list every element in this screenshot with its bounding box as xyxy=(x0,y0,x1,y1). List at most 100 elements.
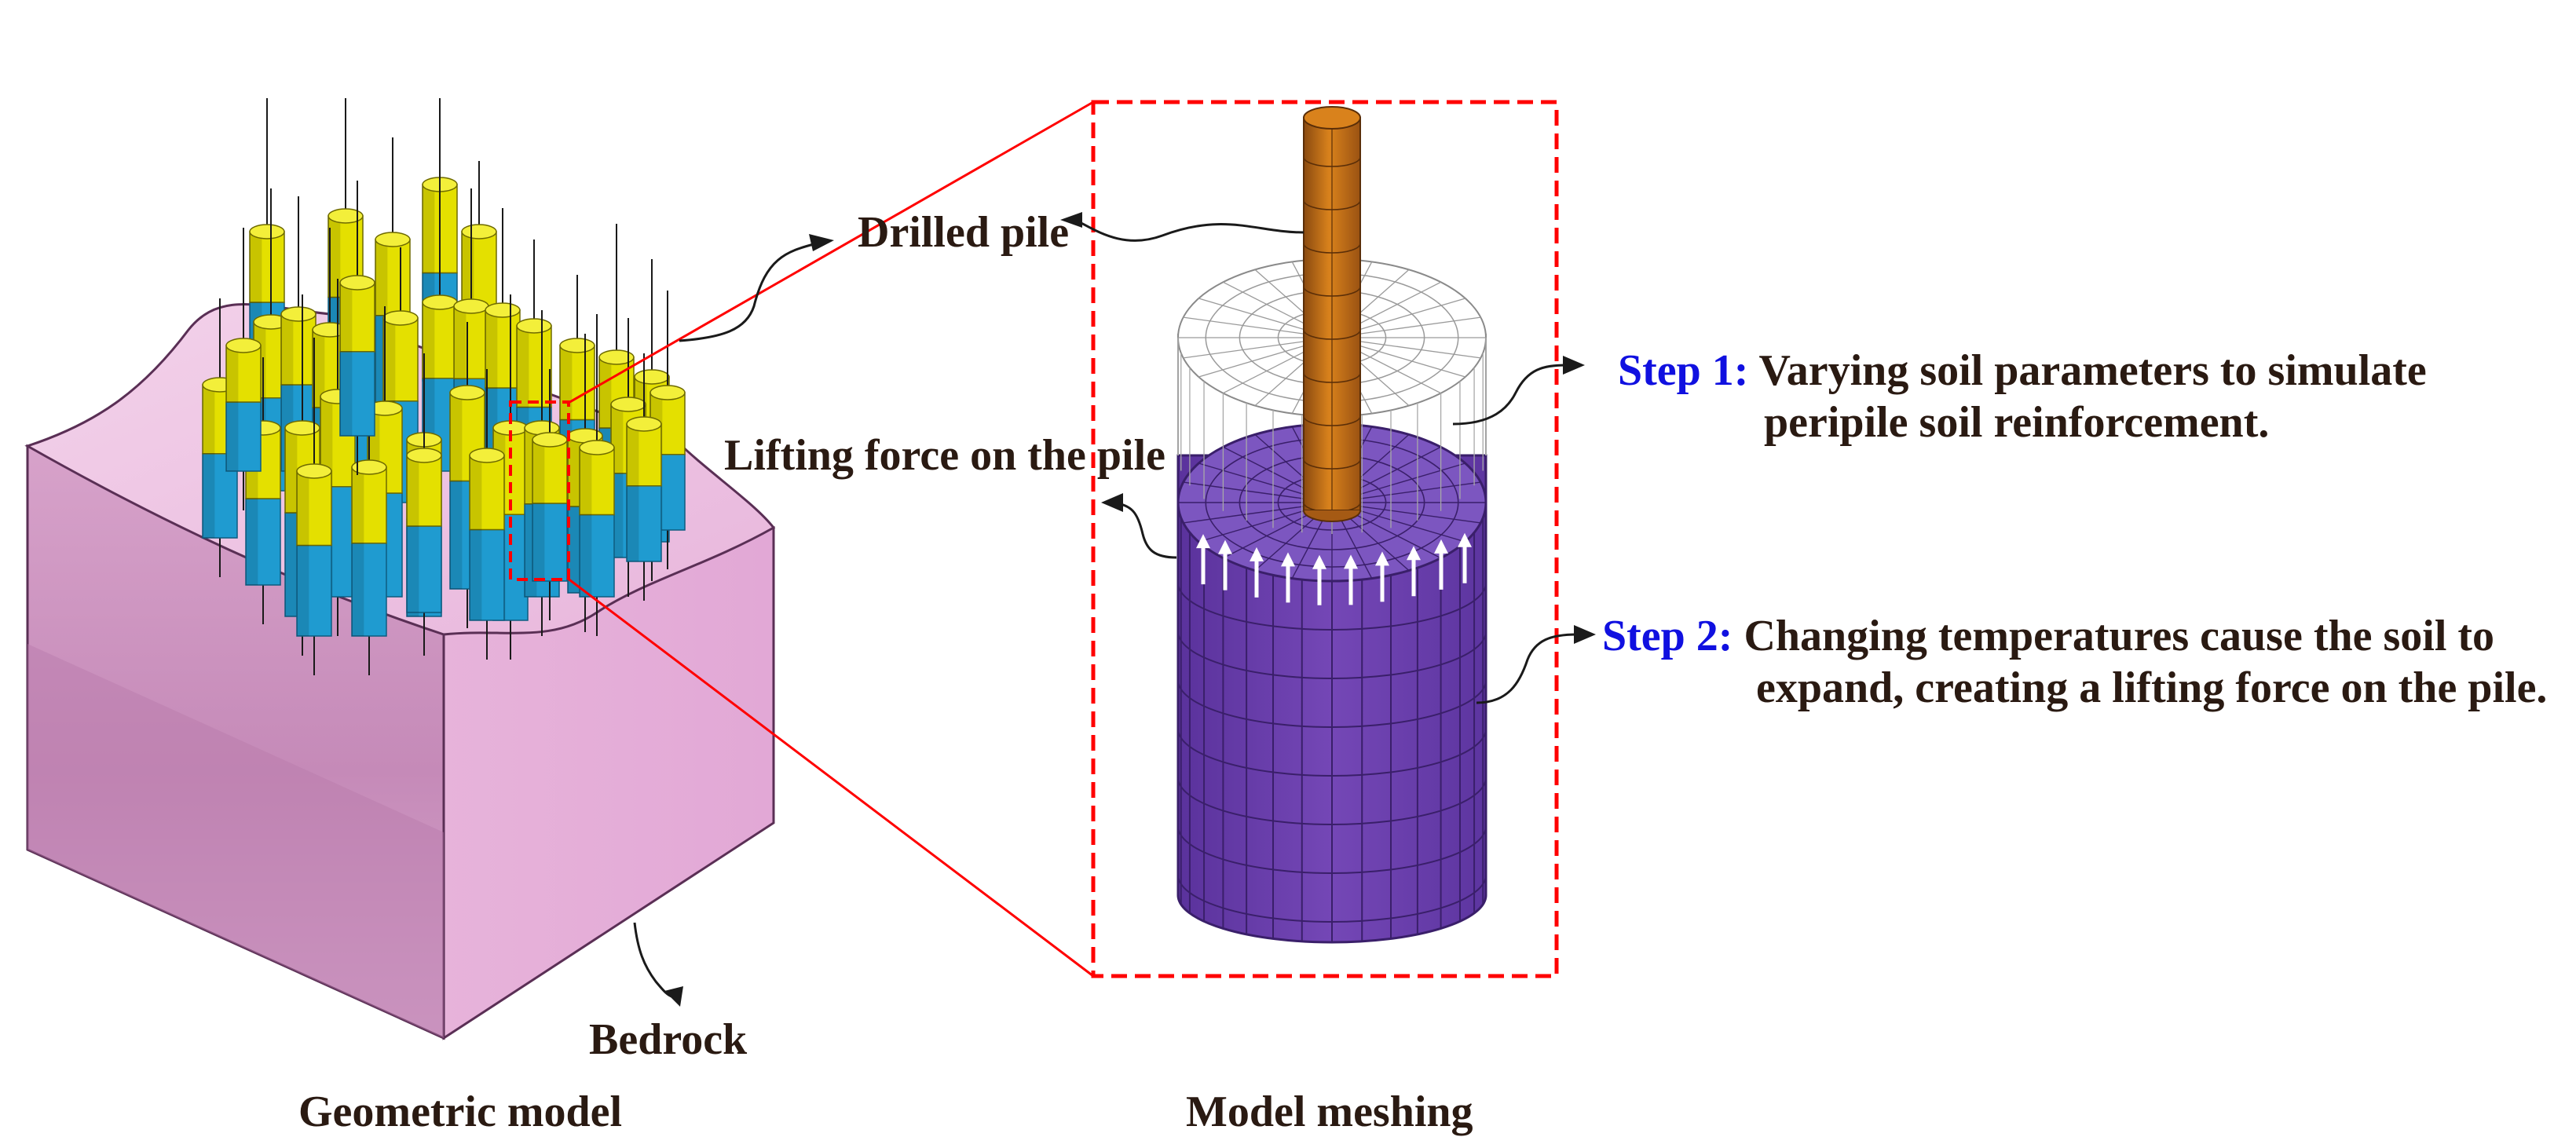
pile-top xyxy=(449,385,485,400)
mesh-hline xyxy=(1177,631,1487,679)
pile-shade xyxy=(450,393,463,589)
pile-mesh-grid xyxy=(1303,126,1361,518)
pile-head-body xyxy=(626,423,662,487)
mesh-top-spoke xyxy=(1356,509,1465,543)
pile-top xyxy=(559,338,595,353)
pile-body xyxy=(626,485,662,562)
label-drilled-pile: Drilled pile xyxy=(858,208,1070,257)
lift-arrow xyxy=(1196,534,1210,585)
pile-top xyxy=(461,224,497,239)
wire-spoke xyxy=(1198,344,1308,378)
pile-shade xyxy=(568,436,580,593)
pile-top xyxy=(225,338,262,353)
mesh-top-spoke xyxy=(1351,512,1441,559)
lifting-force-arrows xyxy=(1196,532,1472,605)
step2-line1: Step 2: Changing temperatures cause the … xyxy=(1602,614,2494,658)
leader-drilled-pile xyxy=(1071,218,1304,242)
step2-text-line2: expand, creating a lifting force on the … xyxy=(1756,664,2548,712)
pile-top xyxy=(382,310,419,326)
pile-top xyxy=(485,302,521,318)
label-model-meshing: Model meshing xyxy=(1186,1088,1473,1136)
mesh-hline xyxy=(1177,728,1487,777)
leader-bedrock xyxy=(633,922,675,999)
lift-arrow xyxy=(1250,547,1264,598)
pile-top xyxy=(284,420,320,436)
pile-shade xyxy=(470,455,482,620)
mesh-hline xyxy=(1177,679,1487,728)
pile-top xyxy=(406,448,442,463)
leader-geometric-head xyxy=(809,234,834,251)
pile-head-body xyxy=(296,470,332,547)
pile-head-body xyxy=(453,305,489,379)
wire-spoke xyxy=(1358,316,1481,335)
pile-shade xyxy=(627,424,639,561)
pile-head-body xyxy=(249,231,285,303)
pile-shade xyxy=(407,455,419,612)
pile-body xyxy=(406,525,442,613)
leader-bedrock-head xyxy=(664,986,683,1007)
step1-line2: peripile soil reinforcement. xyxy=(1764,400,2269,444)
pile-head-body xyxy=(559,345,595,421)
soil-block-shadow xyxy=(27,644,444,1038)
pile-top xyxy=(598,349,635,365)
pile-top xyxy=(339,275,375,291)
lift-arrow xyxy=(1218,539,1232,590)
pile-top xyxy=(469,448,505,463)
callout-box xyxy=(1091,100,1559,978)
pile-top xyxy=(634,369,670,385)
pile-top xyxy=(422,294,458,310)
lift-arrow xyxy=(1434,539,1448,590)
leader-step2-head xyxy=(1574,625,1596,644)
lift-arrow-head xyxy=(1250,547,1264,561)
lift-arrow-head xyxy=(1344,554,1358,569)
wire-spoke xyxy=(1358,341,1481,359)
selection-box xyxy=(509,400,570,581)
pile-mesh-bottom xyxy=(1303,510,1361,522)
pile-shade xyxy=(580,448,592,597)
leader-lifting-head xyxy=(1101,493,1123,512)
label-bedrock: Bedrock xyxy=(589,1015,748,1064)
pile-top xyxy=(296,463,332,479)
pile-top xyxy=(579,440,615,455)
leader-geometric-to-label xyxy=(679,242,818,342)
mesh-hline xyxy=(1177,825,1487,874)
lift-arrow-head xyxy=(1434,539,1448,554)
callout-line-top xyxy=(566,101,1094,405)
step1-line1: Step 1: Varying soil parameters to simul… xyxy=(1618,349,2427,393)
lift-arrow xyxy=(1375,551,1389,602)
mesh-top-spoke xyxy=(1198,509,1308,543)
mesh-top-spoke xyxy=(1254,514,1319,572)
wire-spoke xyxy=(1223,347,1313,394)
pile-head-body xyxy=(532,439,568,504)
pile-shade xyxy=(340,283,353,436)
pile-top xyxy=(327,208,364,224)
pile-mesh-top xyxy=(1303,106,1361,130)
lift-arrow xyxy=(1344,554,1358,605)
mesh-top-spoke xyxy=(1351,446,1441,493)
lift-arrow xyxy=(1458,532,1472,583)
leader-lifting-force xyxy=(1114,501,1177,559)
lift-arrow xyxy=(1407,546,1421,597)
pile-top xyxy=(649,385,686,400)
pile-body xyxy=(469,528,505,621)
lift-arrow xyxy=(1312,554,1326,605)
pile-body xyxy=(579,514,615,598)
step1-text-line2: peripile soil reinforcement. xyxy=(1764,398,2270,447)
mesh-top-spoke xyxy=(1345,514,1410,572)
mesh-soil-grid xyxy=(1177,511,1487,942)
callout-line-bottom xyxy=(566,576,1094,978)
pile-shade xyxy=(226,345,239,471)
pile-top xyxy=(351,459,387,475)
leader-step1-head xyxy=(1563,356,1585,375)
pile-top xyxy=(626,416,662,432)
lift-arrow-head xyxy=(1281,552,1295,567)
pile-shade xyxy=(423,302,435,471)
label-geometric-model: Geometric model xyxy=(298,1088,623,1136)
pile-head-body xyxy=(516,325,552,408)
mesh-hline xyxy=(1177,582,1487,631)
pile-shade xyxy=(532,440,545,581)
lift-arrow-head xyxy=(1407,546,1421,561)
leader-step1 xyxy=(1452,364,1568,426)
pile-top xyxy=(280,306,317,322)
pile-shade xyxy=(297,471,309,636)
